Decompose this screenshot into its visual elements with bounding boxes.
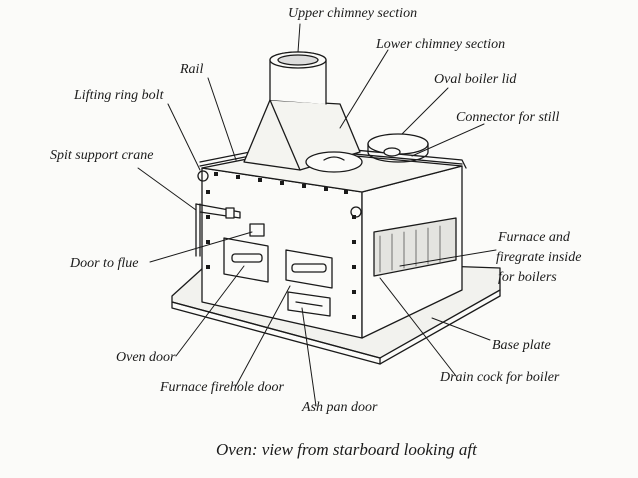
furnace-opening-shape	[373, 217, 457, 277]
caption: Oven: view from starboard looking aft	[216, 440, 477, 459]
boiler-lids	[305, 133, 429, 173]
label-ash-pan-door: Ash pan door	[302, 400, 378, 415]
lifting-ring-right	[350, 206, 362, 218]
label-furnace-firehole-door: Furnace firehole door	[160, 380, 284, 395]
leader-lines	[137, 23, 497, 407]
label-lower-chimney-section: Lower chimney section	[376, 37, 506, 52]
label-door-to-flue: Door to flue	[70, 256, 139, 271]
label-drain-cock: Drain cock for boiler	[440, 370, 560, 385]
label-base-plate: Base plate	[492, 338, 551, 353]
upper-chimney-shape	[269, 51, 327, 105]
label-furnace-line2: firegrate inside	[496, 250, 582, 265]
label-oval-boiler-lid: Oval boiler lid	[434, 72, 517, 87]
oven-door-shape	[223, 237, 269, 283]
label-rail: Rail	[180, 62, 204, 77]
flue-door-shape	[249, 223, 265, 237]
label-spit-support-crane: Spit support crane	[50, 148, 154, 163]
label-upper-chimney-section: Upper chimney section	[288, 6, 418, 21]
rail-shape	[199, 143, 467, 169]
firehole-door-shape	[285, 249, 333, 289]
label-furnace-line1: Furnace and	[498, 230, 570, 245]
lifting-ring-left	[197, 170, 209, 182]
label-oven-door: Oven door	[116, 350, 176, 365]
label-connector-for-still: Connector for still	[456, 110, 560, 125]
label-lifting-ring-bolt: Lifting ring bolt	[74, 88, 164, 103]
ashpan-door-shape	[287, 291, 331, 317]
label-furnace-line3: for boilers	[498, 270, 557, 285]
